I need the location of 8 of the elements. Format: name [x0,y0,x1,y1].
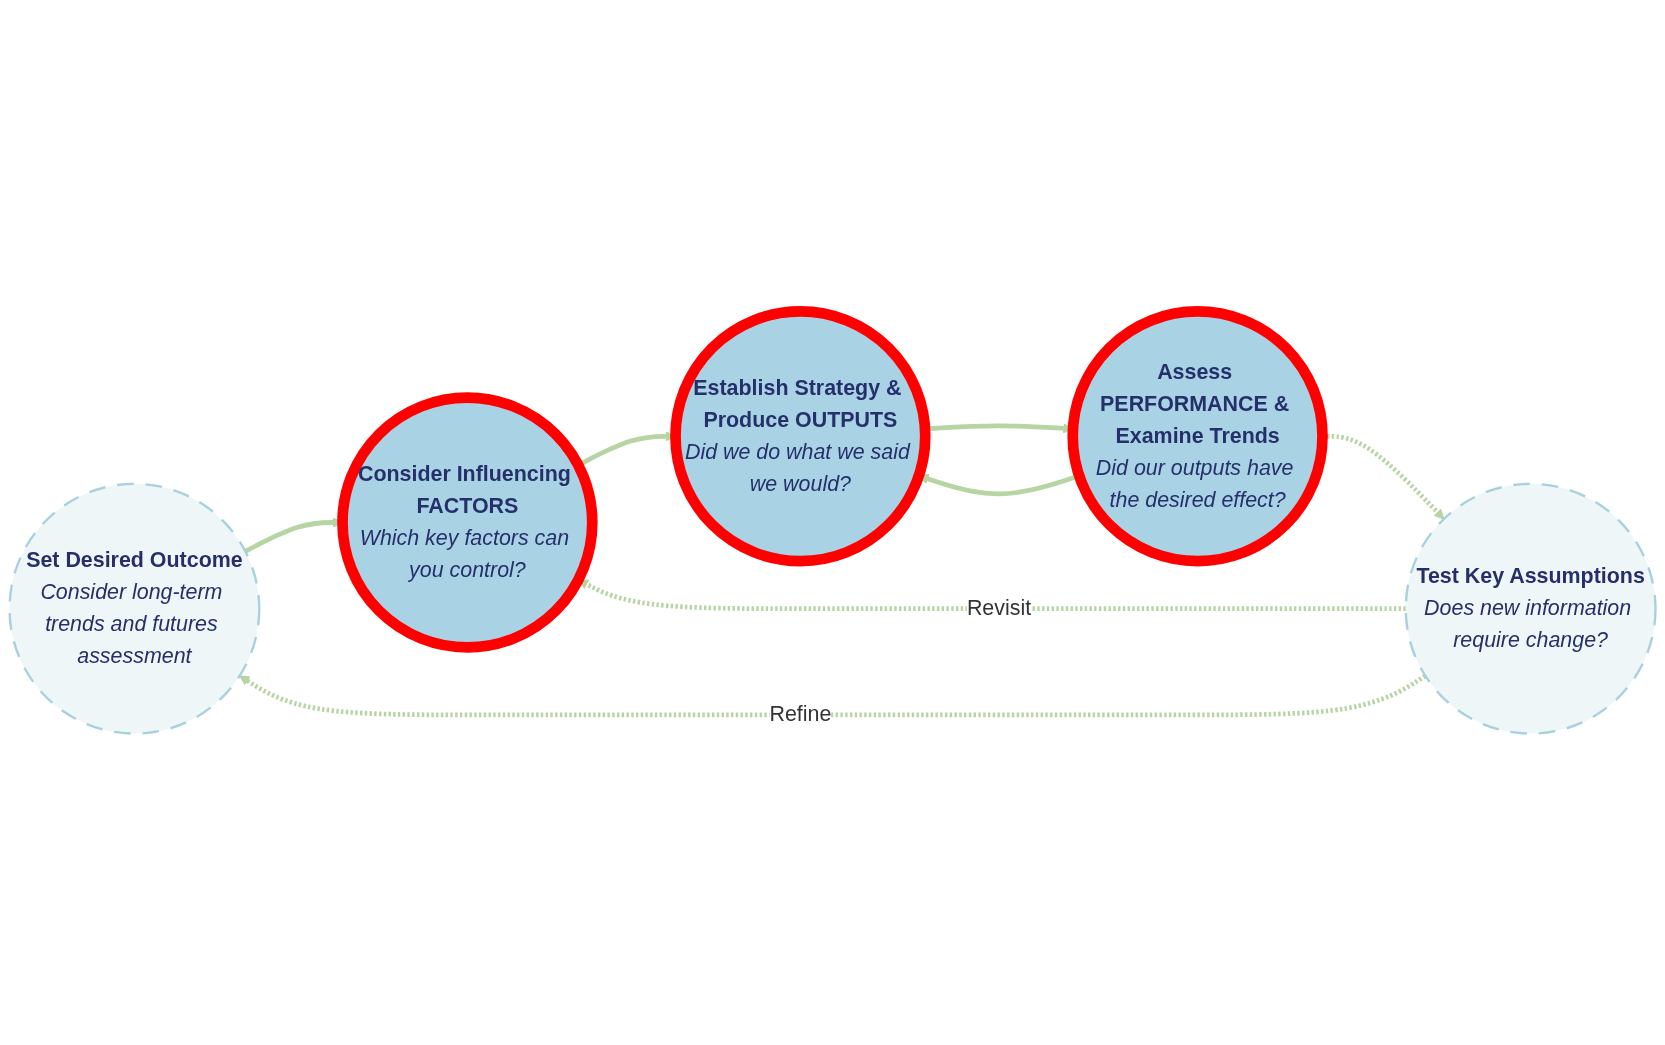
node-circle: Set Desired Outcome Consider long-term trends and futures assessment [8,482,261,735]
node-circle: Assess PERFORMANCE & Examine Trends Did our outputs have the desired effect? [1067,306,1328,567]
edge-label: Refine [769,702,832,727]
arrow [239,673,1427,718]
edge-label: Revisit [966,596,1032,621]
node-circle: Consider Influencing FACTORS Which key factors can you control? [337,392,598,653]
node-circle: Test Key Assumptions Does new information require change? [1404,482,1657,735]
node-circle: Establish Strategy & Produce OUTPUTS Did we do what we said we would? [670,306,931,567]
